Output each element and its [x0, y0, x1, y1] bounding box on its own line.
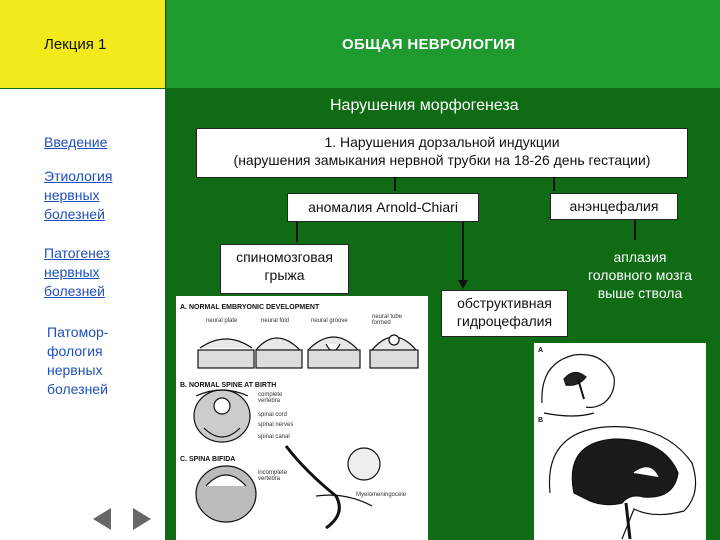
sidebar-item-pathomorphology[interactable]: Патомор- фология нервных болезней: [47, 324, 109, 397]
connector: [394, 177, 396, 191]
title-header: ОБЩАЯ НЕВРОЛОГИЯ: [166, 0, 720, 88]
figure-caption-a: A: [538, 347, 544, 354]
sidebar: Введение Этиология нервных болезней Пато…: [0, 89, 166, 540]
connector: [296, 222, 298, 242]
label-neural-fold: neural fold: [261, 318, 290, 324]
brain-illustration: A B: [534, 343, 706, 540]
previous-slide-icon[interactable]: [93, 508, 111, 530]
dorsal-induction-box: 1. Нарушения дорзальной индукции (наруше…: [196, 128, 688, 178]
label-neural-plate: neural plate: [206, 318, 238, 324]
arnold-chiari-box: аномалия Arnold-Chiari: [287, 193, 479, 222]
lecture-label: Лекция 1: [44, 36, 107, 53]
figure-caption-b: B: [538, 417, 544, 424]
label-myelomeningocele: Myelomeningocele: [356, 492, 407, 498]
sidebar-item-etiology[interactable]: Этиология нервных болезней: [44, 168, 113, 222]
lecture-header: Лекция 1: [0, 0, 166, 88]
section-title: Нарушения морфогенеза: [330, 97, 519, 114]
page-title: ОБЩАЯ НЕВРОЛОГИЯ: [342, 36, 516, 53]
label-incomplete-vertebra: incomplete vertebra: [258, 470, 288, 482]
connector: [634, 220, 636, 240]
sidebar-item-pathogenesis[interactable]: Патогенез нервных болезней: [44, 245, 110, 299]
arrow-down-icon: [458, 280, 468, 289]
figure-caption-b: B. NORMAL SPINE AT BIRTH: [180, 382, 277, 389]
label-neural-groove: neural groove: [311, 318, 348, 324]
hydrocephaly-box: обструктивная гидроцефалия: [441, 290, 568, 337]
label-neural-tube: neural tube formed: [372, 314, 403, 326]
label-spinal-canal: spinal canal: [258, 434, 290, 440]
aplasia-text: аплазия головного мозга выше ствола: [587, 249, 693, 301]
label-vertebra: complete vertebra: [258, 392, 283, 404]
connector: [462, 222, 464, 282]
anatomy-drawing: [193, 334, 419, 530]
figure-caption-c: C. SPINA BIFIDA: [180, 456, 236, 463]
label-spinal-cord: spinal cord: [258, 412, 288, 418]
brain-drawing: [541, 353, 697, 540]
figure-caption-a: A. NORMAL EMBRYONIC DEVELOPMENT: [180, 304, 320, 311]
label-spinal-nerves: spinal nerves: [258, 422, 294, 428]
sidebar-item-intro[interactable]: Введение: [44, 134, 108, 150]
spina-bifida-illustration: A. NORMAL EMBRYONIC DEVELOPMENT neural p…: [176, 296, 428, 540]
next-slide-icon[interactable]: [133, 508, 151, 530]
spina-hernia-box: спиномозговая грыжа: [220, 244, 349, 294]
connector: [553, 177, 555, 191]
anencephaly-box: анэнцефалия: [550, 193, 678, 220]
